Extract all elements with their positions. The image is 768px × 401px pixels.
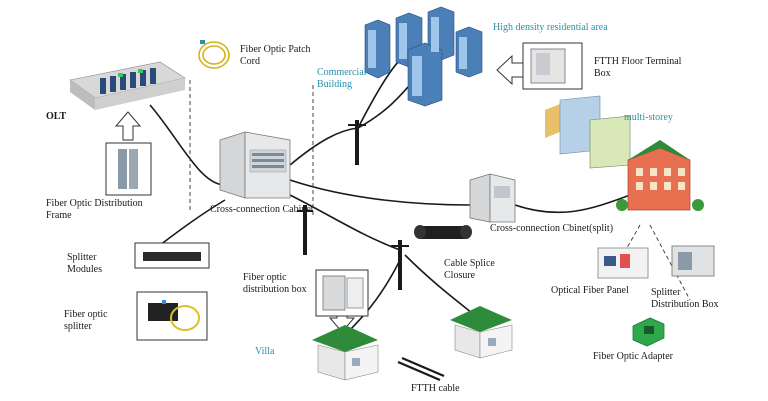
villa-left-image [312,325,379,381]
cross-connection-cabinet-label: Cross-connection Cabinet [210,204,314,215]
olt-label: OLT [46,111,67,122]
optical-fiber-panel-image [597,247,649,279]
cable-cabinet-to-commercial [289,127,359,166]
utility-pole-icon [297,120,409,290]
villa-label: Villa [255,346,275,357]
multi-storey-image [545,95,704,211]
arrow-up-icon [114,111,142,141]
splitter-module-image [143,252,201,261]
cable-pole-to-buildings-2 [357,59,401,129]
splice-closure-image [414,225,472,239]
ftth-cable-label: FTTH cable [411,383,460,394]
cross-connection-cabinet-image [219,131,291,199]
floor-terminal-box-image [530,48,566,84]
high-density-label: High density residential area [493,22,608,33]
olt-room-image [69,61,186,110]
split-cabinet-image [469,173,516,223]
fiber-optic-adapter-icon [632,317,665,347]
cable-left-branch [159,199,226,246]
fiber-optic-splitter-image [148,300,200,331]
fiber-optic-adapter-label: Fiber Optic Adapter [593,351,673,362]
arrow-left-icon [496,54,527,86]
multi-storey-label: multi-storey [624,112,673,123]
residential-towers-image [364,6,483,107]
ftth-cable-image [397,356,445,382]
cable-cabinet-to-splice [289,194,401,251]
distribution-frame-image [105,142,152,196]
fiber-cables [149,59,631,336]
cable-pole-to-buildings [357,84,411,129]
cable-olt-to-cabinet [149,104,226,186]
splitter-distribution-box-image [671,245,715,277]
villa-right-image [450,306,513,359]
split-cabinet-label: Cross-connection Cbinet(split) [490,223,614,234]
dashed-guides [189,80,691,301]
arrow-down-icon [328,315,356,333]
cable-split-to-multistorey [514,194,631,214]
optical-fiber-panel-label: Optical Fiber Panel [551,285,629,296]
patch-cord-image [198,40,230,69]
cable-cabinet-to-split [289,179,471,206]
distribution-box-image [322,275,364,311]
